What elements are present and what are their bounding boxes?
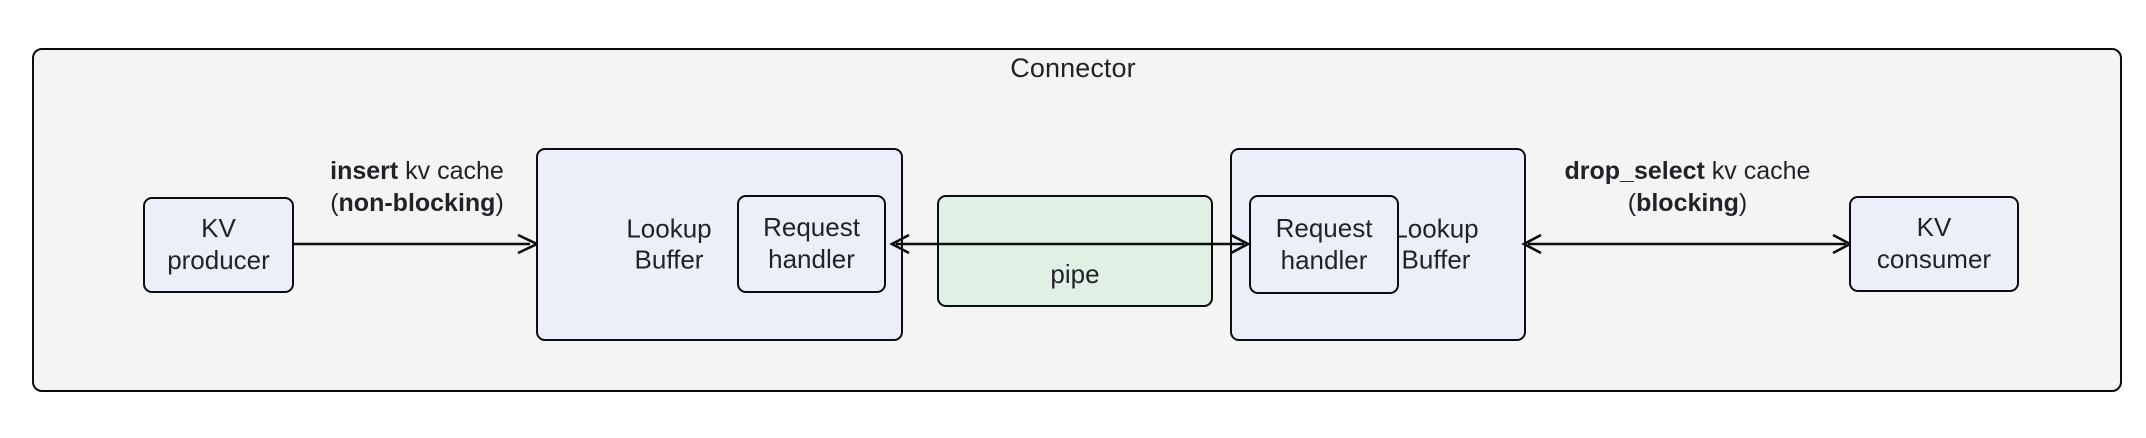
node-request-handler-left[interactable]: Request handler [737, 195, 886, 293]
lookup-buffer-left-label: Lookup Buffer [594, 213, 744, 276]
node-pipe[interactable]: pipe [937, 195, 1213, 307]
paren-close-2: ) [1738, 189, 1748, 217]
node-kv-producer[interactable]: KV producer [143, 197, 294, 293]
kv-producer-label-line1: KV [201, 213, 236, 244]
arrow-drop-select-bidirectional [1521, 232, 1853, 258]
request-handler-right-line1: Request [1275, 212, 1373, 243]
edge-label-drop-select-line1: drop_select kv cache [1525, 155, 1850, 187]
lookup-buffer-right-label: Lookup Buffer [1366, 213, 1506, 276]
edge-mode-insert: non-blocking [338, 189, 496, 217]
request-handler-right-label: Request handler [1276, 213, 1373, 276]
lookup-buffer-left-line2: Buffer [634, 244, 704, 275]
paren-open: ( [330, 189, 339, 217]
kv-producer-label-line2: producer [167, 245, 270, 275]
kv-consumer-label-line2: consumer [1876, 244, 1992, 274]
request-handler-right-line2: handler [1280, 244, 1368, 275]
node-kv-consumer[interactable]: KV consumer [1849, 196, 2019, 292]
edge-label-insert-line1: insert kv cache [296, 155, 538, 187]
edge-object-insert: kv cache [398, 157, 504, 185]
lookup-buffer-right-line1: Lookup [1393, 212, 1479, 243]
lookup-buffer-left-line1: Lookup [626, 212, 712, 243]
request-handler-left-line1: Request [763, 212, 860, 243]
arrow-pipe-bidirectional [889, 232, 1251, 258]
kv-consumer-label: KV consumer [1877, 212, 1991, 275]
edge-label-insert: insert kv cache (non-blocking) [296, 155, 538, 219]
arrow-insert [294, 232, 541, 258]
edge-op-insert: insert [330, 157, 399, 185]
request-handler-left-label: Request handler [763, 212, 860, 275]
node-request-handler-right[interactable]: Request handler [1249, 195, 1399, 294]
lookup-buffer-right-line2: Buffer [1401, 244, 1471, 275]
paren-close: ) [495, 189, 504, 217]
pipe-label: pipe [1050, 259, 1100, 290]
edge-label-drop-select-line2: (blocking) [1525, 187, 1850, 219]
edge-mode-drop-select: blocking [1636, 189, 1739, 217]
kv-consumer-label-line1: KV [1916, 212, 1952, 243]
request-handler-left-line2: handler [768, 244, 855, 274]
edge-label-insert-line2: (non-blocking) [296, 187, 538, 219]
paren-open-2: ( [1627, 189, 1637, 217]
connector-title: Connector [1010, 53, 1136, 83]
kv-producer-label: KV producer [167, 213, 270, 276]
edge-label-drop-select: drop_select kv cache (blocking) [1525, 155, 1850, 219]
edge-object-drop-select: kv cache [1704, 157, 1811, 185]
edge-op-drop-select: drop_select [1564, 157, 1705, 185]
